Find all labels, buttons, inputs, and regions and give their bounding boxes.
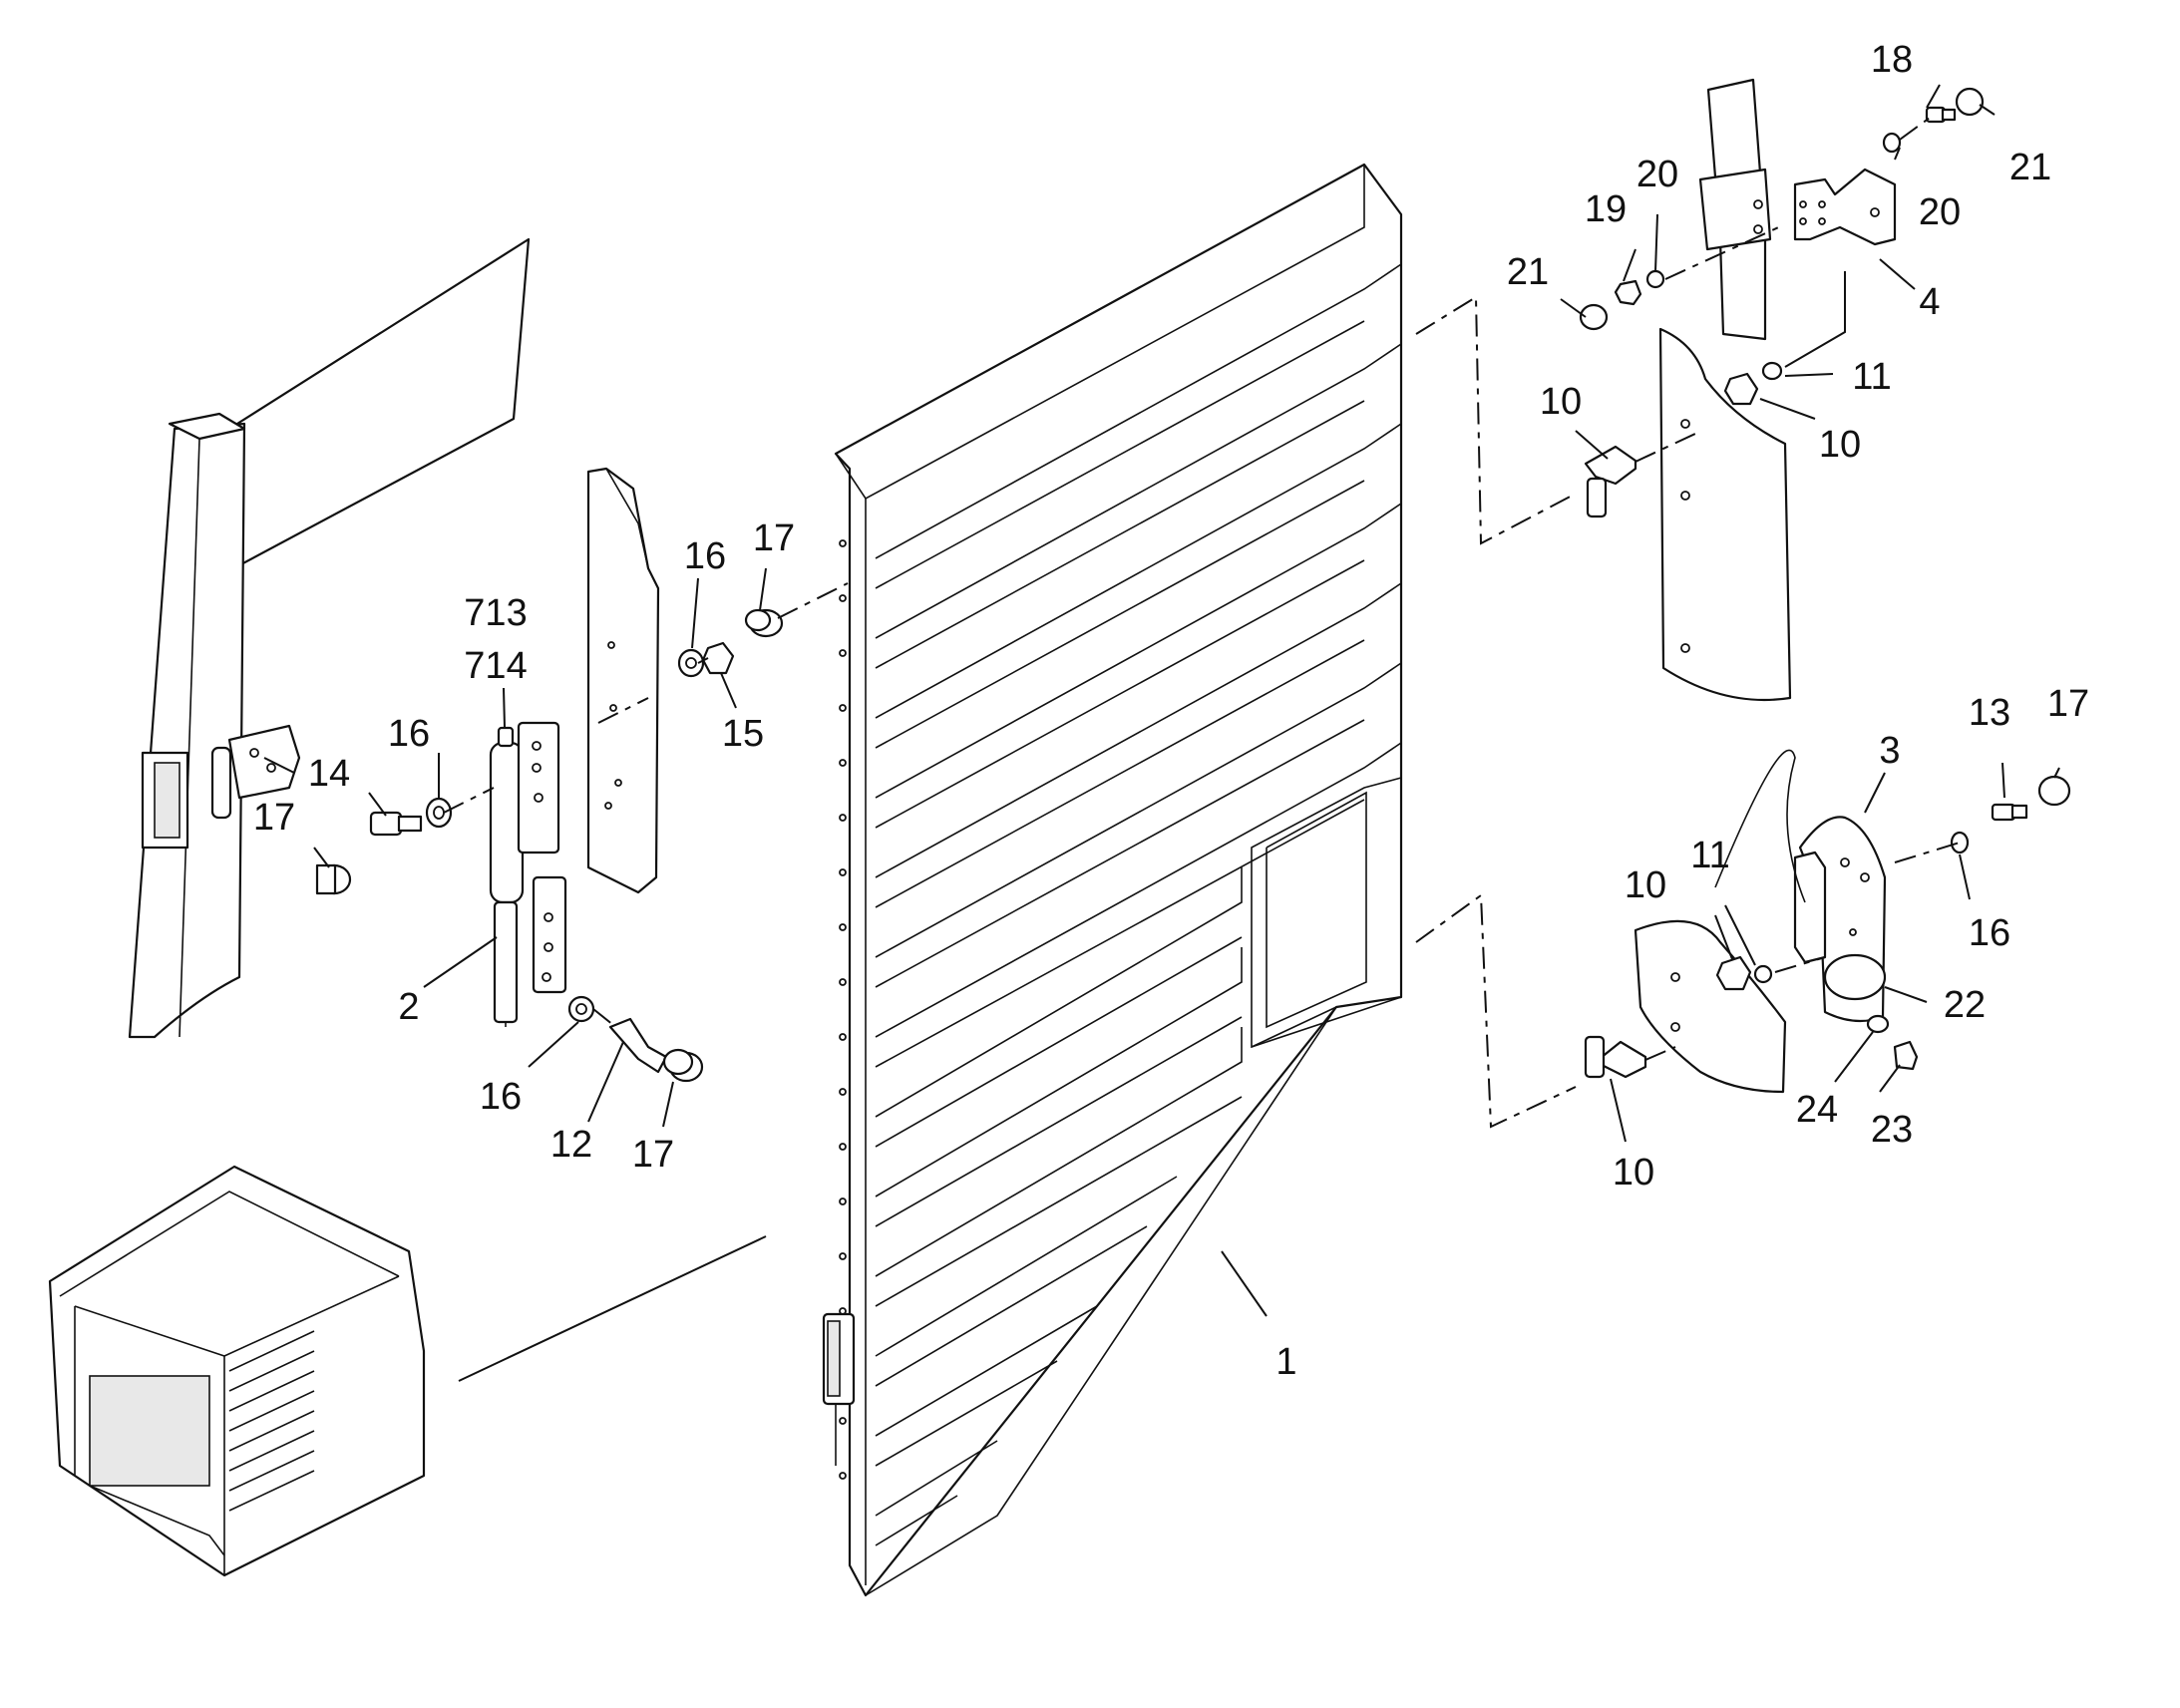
callout-18: 18 <box>1871 39 1913 81</box>
callout-16-right: 16 <box>1969 912 2010 954</box>
bolt-18 <box>1925 106 1957 124</box>
hinge-bracket-plate <box>586 467 660 894</box>
nut-10-upper <box>1723 372 1759 406</box>
callout-10-upper-left: 10 <box>1540 381 1582 423</box>
louver-slats <box>875 263 1402 1546</box>
washer-11-upper <box>1761 361 1783 381</box>
leader-lines <box>263 84 2060 1317</box>
striker-bracket-3 <box>1793 816 1887 1023</box>
callout-10-lower-right: 10 <box>1625 864 1666 906</box>
cap-17-left <box>315 863 352 895</box>
callout-13: 13 <box>1969 692 2010 734</box>
callout-16-lower: 16 <box>480 1076 522 1118</box>
bolt-14 <box>369 811 423 837</box>
cap-17-upper <box>744 608 784 638</box>
assembly-lines <box>443 117 1961 1129</box>
callout-24: 24 <box>1796 1089 1838 1131</box>
cap-21-top <box>1955 87 1985 117</box>
callout-19: 19 <box>1585 188 1627 230</box>
callout-16-upper: 16 <box>684 535 726 577</box>
nut-10-lower <box>1715 955 1752 991</box>
bolt-12 <box>608 1017 668 1074</box>
callout-21-top: 21 <box>2009 147 2051 188</box>
callout-3: 3 <box>1879 730 1900 772</box>
callout-20-top: 20 <box>1919 191 1961 233</box>
left-post-assembly <box>128 237 531 1039</box>
callout-labels: 18 21 20 19 20 21 4 11 10 10 17 16 713 7… <box>253 39 2089 1383</box>
callout-17-left: 17 <box>253 797 295 839</box>
callout-14: 14 <box>308 753 350 795</box>
washer-24 <box>1866 1014 1890 1034</box>
callout-21-mid: 21 <box>1507 251 1549 293</box>
cab-louvers <box>228 1330 315 1512</box>
callout-15: 15 <box>722 713 764 755</box>
washer-20-mid <box>1645 269 1665 289</box>
callout-10-lower-left: 10 <box>1613 1152 1654 1194</box>
cap-21-mid <box>1579 303 1609 331</box>
callout-1: 1 <box>1275 1341 1296 1383</box>
callout-11-upper: 11 <box>1852 356 1891 398</box>
callout-16-mid: 16 <box>388 713 430 755</box>
cap-17-right <box>2037 775 2071 807</box>
washer-11-lower <box>1753 964 1773 984</box>
callout-22: 22 <box>1944 984 1986 1026</box>
upper-latch-plate <box>1658 327 1792 702</box>
washer-16-upper <box>677 648 705 678</box>
callout-17-lower: 17 <box>632 1134 674 1176</box>
lower-latch-plate <box>1634 749 1806 1094</box>
grille-panel-part-1 <box>822 163 1403 1597</box>
lower-hinge <box>822 1312 856 1466</box>
callout-10-upper-right: 10 <box>1819 424 1861 466</box>
cap-17-lower <box>662 1048 704 1083</box>
washer-16-lower <box>567 995 595 1023</box>
upper-right-post <box>1698 78 1772 341</box>
hinge-part-2 <box>489 721 567 1027</box>
callout-17-right: 17 <box>2047 683 2089 725</box>
washer-16-left <box>425 797 453 829</box>
bolt-13 <box>1991 803 2028 822</box>
callout-714: 714 <box>464 645 527 687</box>
callout-11-lower: 11 <box>1690 835 1729 876</box>
callout-4: 4 <box>1919 281 1940 323</box>
callout-2: 2 <box>398 986 419 1028</box>
washer-16-right <box>1950 831 1970 854</box>
washer-20-top <box>1882 132 1902 154</box>
latch-bolt-10-upper <box>1584 445 1637 518</box>
callout-23: 23 <box>1871 1109 1913 1151</box>
callout-12: 12 <box>550 1124 592 1166</box>
nut-19 <box>1614 279 1642 306</box>
callout-713: 713 <box>464 592 527 634</box>
latch-bolt-10-lower <box>1584 1035 1647 1079</box>
bracket-4 <box>1793 168 1897 246</box>
fitting-23 <box>1893 1040 1919 1071</box>
callout-17-upper: 17 <box>753 517 795 559</box>
callout-20-mid: 20 <box>1636 154 1678 195</box>
cab-thumbnail <box>48 1165 767 1577</box>
